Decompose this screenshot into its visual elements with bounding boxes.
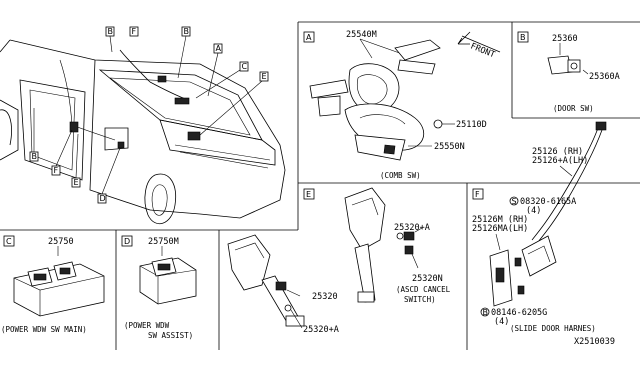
part-25550n-label: 25550N xyxy=(434,142,465,152)
section-a-letter: A xyxy=(306,33,312,42)
part-25360a-label: 25360A xyxy=(589,72,620,82)
callout-f-1: F xyxy=(132,27,137,36)
diagram-id: X2510039 xyxy=(574,337,615,347)
callout-c: C xyxy=(242,62,248,71)
part-25126ma-lh-label: 25126MA(LH) xyxy=(472,224,528,234)
part-25360-label: 25360 xyxy=(552,34,578,44)
callout-b-3: B xyxy=(32,152,38,161)
callout-f-2: F xyxy=(54,166,59,175)
section-f-letter: F xyxy=(475,190,480,199)
part-25750m-label: 25750M xyxy=(148,237,179,247)
section-b-letter: B xyxy=(520,33,526,42)
part-25540m-label: 25540M xyxy=(346,30,377,40)
section-f-slide-door-harness: F S 08320-6165A (4) 25126M (RH) 25126MA(… xyxy=(472,188,596,333)
stop-lamp-pedal: 25320 25320+A xyxy=(227,234,339,335)
section-e-ascd-cancel-switch: E 25320+A 25320N (ASCD CANCEL SWITCH) xyxy=(303,187,451,304)
part-08146-qty: (4) xyxy=(494,317,509,327)
pw-assist-caption-2: SW ASSIST) xyxy=(148,331,193,340)
door-sw-caption: (DOOR SW) xyxy=(553,104,594,113)
section-e-letter: E xyxy=(306,190,311,199)
part-25750-label: 25750 xyxy=(48,237,74,247)
pw-main-caption: (POWER WDW SW MAIN) xyxy=(1,325,87,334)
part-25320n-label: 25320N xyxy=(412,274,443,284)
part-25126a-lh-label: 25126+A(LH) xyxy=(532,156,588,166)
section-a-comb-switch: A 25540M FRONT 25110D 25550N (COMB SW) xyxy=(303,30,501,180)
callout-d: D xyxy=(100,194,106,203)
bolt-symbol: B xyxy=(483,308,489,317)
van-illustration xyxy=(0,39,286,225)
part-08320-qty: (4) xyxy=(526,206,541,216)
slide-door-harness-upper: 25126 (RH) 25126+A(LH) xyxy=(531,121,607,243)
slide-door-caption: (SLIDE DOOR HARNES) xyxy=(510,324,596,333)
callout-a: A xyxy=(216,44,222,53)
part-08320-label: 08320-6165A xyxy=(520,197,576,207)
part-25320a-lower-label: 25320+A xyxy=(303,325,339,335)
section-c-letter: C xyxy=(6,237,12,246)
part-25126-rh-label: 25126 (RH) xyxy=(532,147,583,157)
callout-b-1: B xyxy=(108,27,114,36)
callout-e-2: E xyxy=(74,178,79,187)
vehicle-callouts: B F B A C E B F E D xyxy=(29,26,269,204)
section-b-door-switch: B 25360 25360A (DOOR SW) xyxy=(517,31,620,113)
callout-e: E xyxy=(262,72,267,81)
part-25110d-label: 25110D xyxy=(456,120,487,130)
panel-frames xyxy=(0,21,640,350)
part-25126m-rh-label: 25126M (RH) xyxy=(472,215,528,225)
screw-symbol: S xyxy=(512,197,517,206)
section-c-power-window-main: C 25750 (POWER WDW SW MAIN) xyxy=(1,235,105,334)
comb-sw-caption: (COMB SW) xyxy=(380,171,421,180)
pw-assist-caption-1: (POWER WDW xyxy=(124,321,170,330)
part-25320-label: 25320 xyxy=(312,292,338,302)
section-d-power-window-assist: D 25750M (POWER WDW SW ASSIST) xyxy=(121,235,197,340)
section-d-letter: D xyxy=(124,237,130,246)
part-08146-label: 08146-6205G xyxy=(491,308,547,318)
callout-b-2: B xyxy=(184,27,190,36)
part-25320a-upper-label: 25320+A xyxy=(394,223,430,233)
ascd-caption-2: SWITCH) xyxy=(404,295,436,304)
ascd-caption-1: (ASCD CANCEL xyxy=(396,285,451,294)
